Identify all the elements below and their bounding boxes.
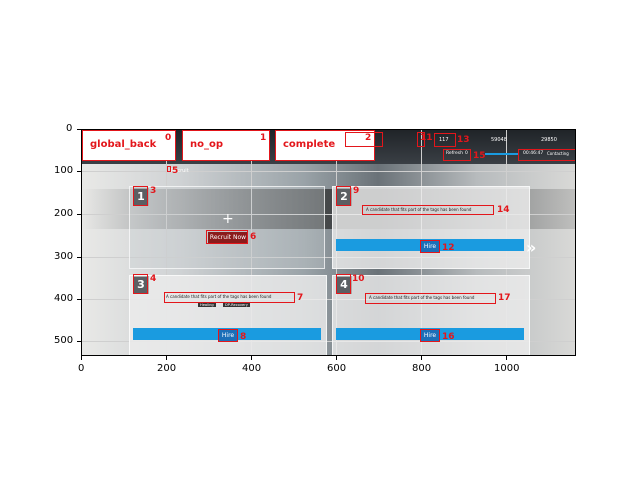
annotation-id: 5: [172, 166, 179, 176]
y-tick-mark: [77, 129, 81, 130]
annotation-box: [417, 132, 425, 147]
x-tick-label: 800: [412, 363, 432, 374]
annotation-id: 6: [250, 232, 257, 242]
y-tick-mark: [77, 341, 81, 342]
x-tick-mark: [166, 356, 167, 360]
timer-value: 00:46:47: [523, 151, 544, 156]
y-tick-label: 0: [66, 123, 73, 134]
slot-3-candidate-text: A candidate that fits part of the tags h…: [166, 294, 272, 299]
annotation-id: 14: [497, 205, 510, 215]
x-tick-mark: [421, 356, 422, 360]
recruit-now-button[interactable]: Recruit Now: [208, 232, 248, 243]
annotation-id: 2: [365, 133, 372, 143]
annotation-box: [443, 149, 471, 161]
y-tick-label: 300: [54, 251, 74, 262]
x-tick-mark: [506, 356, 507, 360]
slot-1-card: [129, 186, 325, 269]
label-no-op: no_op: [182, 130, 270, 161]
x-tick-mark: [336, 356, 337, 360]
annotation-id: 0: [165, 133, 172, 143]
annotation-box: [420, 329, 440, 342]
annotation-box: [133, 186, 148, 206]
screenshot-axes: 4094504 117 59048 29850 Refresh 0 00:46:…: [81, 129, 576, 356]
status-text: Contacting: [547, 151, 569, 156]
slot-4-candidate-text: A candidate that fits part of the tags h…: [369, 295, 475, 300]
slot-2-hire-button[interactable]: Hire: [421, 241, 439, 252]
annotation-box: [345, 132, 383, 147]
x-tick-label: 600: [327, 363, 347, 374]
annotation-id: 4: [150, 274, 157, 284]
annotation-id: 13: [457, 135, 470, 145]
annotation-id: 8: [240, 332, 247, 342]
label-global-back: global_back: [82, 130, 176, 161]
annotation-id: 3: [150, 186, 157, 196]
x-tick-mark: [81, 356, 82, 360]
y-tick-label: 100: [54, 165, 74, 176]
label-complete: complete: [275, 130, 375, 161]
grid-line: [166, 129, 167, 356]
annotation-box: [206, 230, 248, 244]
y-tick-mark: [77, 299, 81, 300]
slot-2-candidate-text: A candidate that fits part of the tags h…: [366, 207, 472, 212]
annotation-id: 7: [297, 293, 304, 303]
annotation-id: 9: [353, 186, 360, 196]
y-tick-label: 500: [54, 335, 74, 346]
annotation-box: [218, 329, 238, 342]
y-tick-label: 200: [54, 208, 74, 219]
x-tick-label: 400: [242, 363, 262, 374]
x-tick-label: 0: [78, 363, 85, 374]
permit-label: Refresh: [446, 151, 463, 156]
annotation-id: 11: [420, 133, 433, 143]
annotation-id: 12: [442, 243, 455, 253]
grid-line: [81, 299, 576, 300]
annotation-box: [164, 292, 295, 303]
grid-line: [81, 257, 576, 258]
annotation-box: [434, 133, 456, 147]
annotation-box: [336, 186, 351, 206]
annotation-box: [336, 274, 351, 294]
progress-line: [485, 153, 519, 155]
annotation-id: 17: [498, 293, 511, 303]
y-tick-label: 400: [54, 293, 74, 304]
y-tick-mark: [77, 257, 81, 258]
slot-3-tag-dp-recovery: DP-Recovery: [223, 303, 250, 307]
annotation-id: 1: [260, 133, 267, 143]
sanity-value: 117: [439, 137, 449, 143]
next-arrow-icon[interactable]: »: [526, 238, 537, 257]
grid-line: [81, 171, 576, 172]
recruit-tab-label: Recruit: [171, 168, 189, 174]
x-tick-label: 200: [157, 363, 177, 374]
add-icon: +: [222, 211, 234, 227]
slot-3-hire-button[interactable]: Hire: [219, 330, 237, 341]
slot-4-card: [332, 275, 530, 356]
annotation-box: [133, 274, 148, 294]
annotation-box: [362, 205, 494, 215]
slot-3-card: [129, 275, 327, 356]
annotation-id: 10: [352, 274, 365, 284]
x-tick-label: 1000: [494, 363, 520, 374]
slot-4-hire-button[interactable]: Hire: [421, 330, 439, 341]
annotation-id: 15: [473, 151, 486, 161]
annotation-box: [365, 293, 496, 304]
x-tick-mark: [251, 356, 252, 360]
permit-count: 0: [465, 151, 468, 156]
annotation-box: [167, 166, 171, 172]
grid-line: [81, 341, 576, 342]
grid-line: [251, 129, 252, 356]
originium-value: 29850: [541, 137, 557, 143]
grid-line: [81, 214, 576, 215]
y-tick-mark: [77, 171, 81, 172]
y-tick-mark: [77, 214, 81, 215]
slot-3-tag-healing: Healing: [198, 303, 216, 307]
annotation-box: [420, 240, 440, 253]
annotation-id: 16: [442, 332, 455, 342]
slot-2-card: [332, 186, 530, 269]
orundum-value: 59048: [491, 137, 507, 143]
annotation-box: [518, 149, 576, 161]
